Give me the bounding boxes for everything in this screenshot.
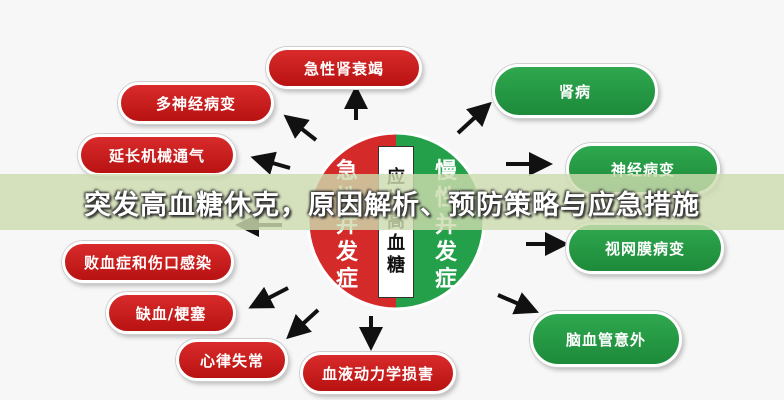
cerebrovascular-accident-pill: 脑血管意外 bbox=[530, 311, 682, 367]
arrow-arrhythmia bbox=[286, 308, 320, 340]
arrow-polyneuropathy bbox=[283, 114, 318, 142]
arrow-nephropathy bbox=[456, 101, 492, 135]
arrow-ischemia bbox=[248, 286, 289, 309]
polyneuropathy-pill: 多神经病变 bbox=[118, 82, 274, 124]
sepsis-wound-infection-pill: 败血症和伤口感染 bbox=[62, 241, 234, 283]
arrow-ventilation bbox=[250, 151, 291, 175]
ischemia-infarction-pill: 缺血/梗塞 bbox=[106, 292, 236, 334]
retinopathy-pill: 视网膜病变 bbox=[566, 222, 724, 274]
acute-renal-failure-pill: 急性肾衰竭 bbox=[266, 47, 422, 89]
title-banner: 突发高血糖休克，原因解析、预防策略与应急措施 bbox=[0, 174, 784, 230]
arrhythmia-pill: 心律失常 bbox=[176, 339, 288, 381]
hemodynamic-damage-pill: 血液动力学损害 bbox=[300, 352, 456, 394]
prolonged-ventilation-pill: 延长机械通气 bbox=[78, 134, 236, 176]
nephropathy-pill: 肾病 bbox=[492, 64, 658, 118]
banner-title: 突发高血糖休克，原因解析、预防策略与应急措施 bbox=[84, 189, 700, 221]
arrow-cerebrovascular bbox=[497, 292, 540, 315]
